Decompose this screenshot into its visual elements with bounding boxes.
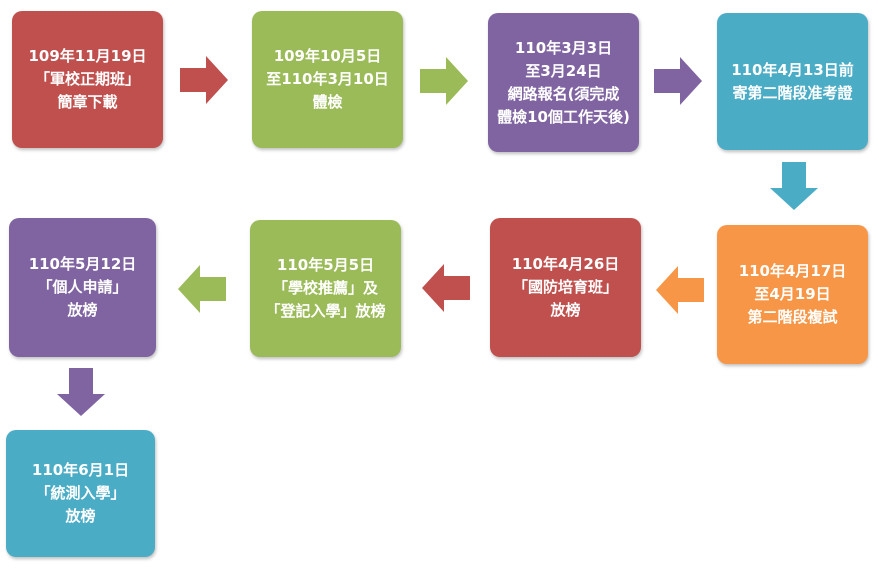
arrow-down-shape bbox=[57, 368, 105, 416]
step-text-line: 體檢10個工作天後) bbox=[497, 107, 630, 126]
arrow-down-icon bbox=[770, 162, 818, 210]
step-text-line: 110年4月13日前 bbox=[731, 60, 854, 79]
arrow-down-shape bbox=[770, 162, 818, 210]
step-box-5: 110年4月17日至4月19日第二階段複試 bbox=[717, 225, 868, 364]
step-text-line: 「軍校正期班」 bbox=[34, 70, 140, 88]
step-text-line: 放榜 bbox=[65, 507, 96, 525]
step-box-3: 110年3月3日至3月24日網路報名(須完成體檢10個工作天後) bbox=[488, 13, 639, 152]
arrow-left-icon bbox=[178, 265, 226, 313]
step-box-8: 110年5月12日「個人申請」放榜 bbox=[9, 218, 156, 357]
step-text-line: 110年5月5日 bbox=[276, 256, 375, 274]
step-text-line: 簡章下載 bbox=[57, 93, 118, 111]
arrow-right-shape bbox=[654, 57, 702, 105]
step-text-line: 110年4月17日 bbox=[738, 262, 847, 280]
arrow-left-icon bbox=[656, 266, 704, 314]
step-text-line: 寄第二階段准考證 bbox=[732, 83, 853, 102]
step-text-line: 110年4月26日 bbox=[511, 255, 620, 273]
step-text-line: 「個人申請」 bbox=[37, 278, 128, 296]
arrow-left-icon bbox=[422, 264, 470, 312]
arrow-right-icon bbox=[420, 57, 468, 105]
arrow-left-shape bbox=[178, 265, 226, 313]
step-text-line: 「登記入學」放榜 bbox=[265, 302, 386, 320]
step-text-line: 110年6月1日 bbox=[31, 461, 130, 479]
arrow-right-shape bbox=[180, 56, 228, 104]
step-box-1: 109年11月19日「軍校正期班」簡章下載 bbox=[12, 11, 163, 148]
step-text-line: 109年10月5日 bbox=[273, 47, 382, 65]
step-text-line: 「學校推薦」及 bbox=[272, 279, 378, 297]
step-box-6: 110年4月26日「國防培育班」放榜 bbox=[490, 218, 641, 357]
step-text-line: 至3月24日 bbox=[525, 61, 602, 80]
arrow-left-shape bbox=[422, 264, 470, 312]
step-box-9: 110年6月1日「統測入學」放榜 bbox=[6, 430, 155, 557]
step-box-2: 109年10月5日至110年3月10日體檢 bbox=[252, 11, 403, 148]
step-text-line: 第二階段複試 bbox=[747, 308, 838, 326]
arrow-left-shape bbox=[656, 266, 704, 314]
arrow-right-icon bbox=[180, 56, 228, 104]
step-text-line: 110年5月12日 bbox=[28, 255, 137, 273]
step-text-line: 體檢 bbox=[312, 93, 343, 111]
step-text-line: 放榜 bbox=[67, 301, 98, 319]
step-box-7: 110年5月5日「學校推薦」及「登記入學」放榜 bbox=[250, 220, 401, 357]
step-text-line: 110年3月3日 bbox=[514, 38, 613, 57]
step-text-line: 109年11月19日 bbox=[28, 47, 147, 65]
step-text-line: 放榜 bbox=[550, 301, 581, 319]
step-text-line: 「統測入學」 bbox=[35, 484, 126, 502]
step-text-line: 至110年3月10日 bbox=[266, 70, 389, 88]
step-text-line: 「國防培育班」 bbox=[512, 278, 618, 296]
step-text-line: 至4月19日 bbox=[754, 285, 831, 303]
arrow-right-shape bbox=[420, 57, 468, 105]
step-text-line: 網路報名(須完成 bbox=[507, 84, 620, 103]
arrow-right-icon bbox=[654, 57, 702, 105]
arrow-down-icon bbox=[57, 368, 105, 416]
step-box-4: 110年4月13日前寄第二階段准考證 bbox=[717, 13, 868, 150]
